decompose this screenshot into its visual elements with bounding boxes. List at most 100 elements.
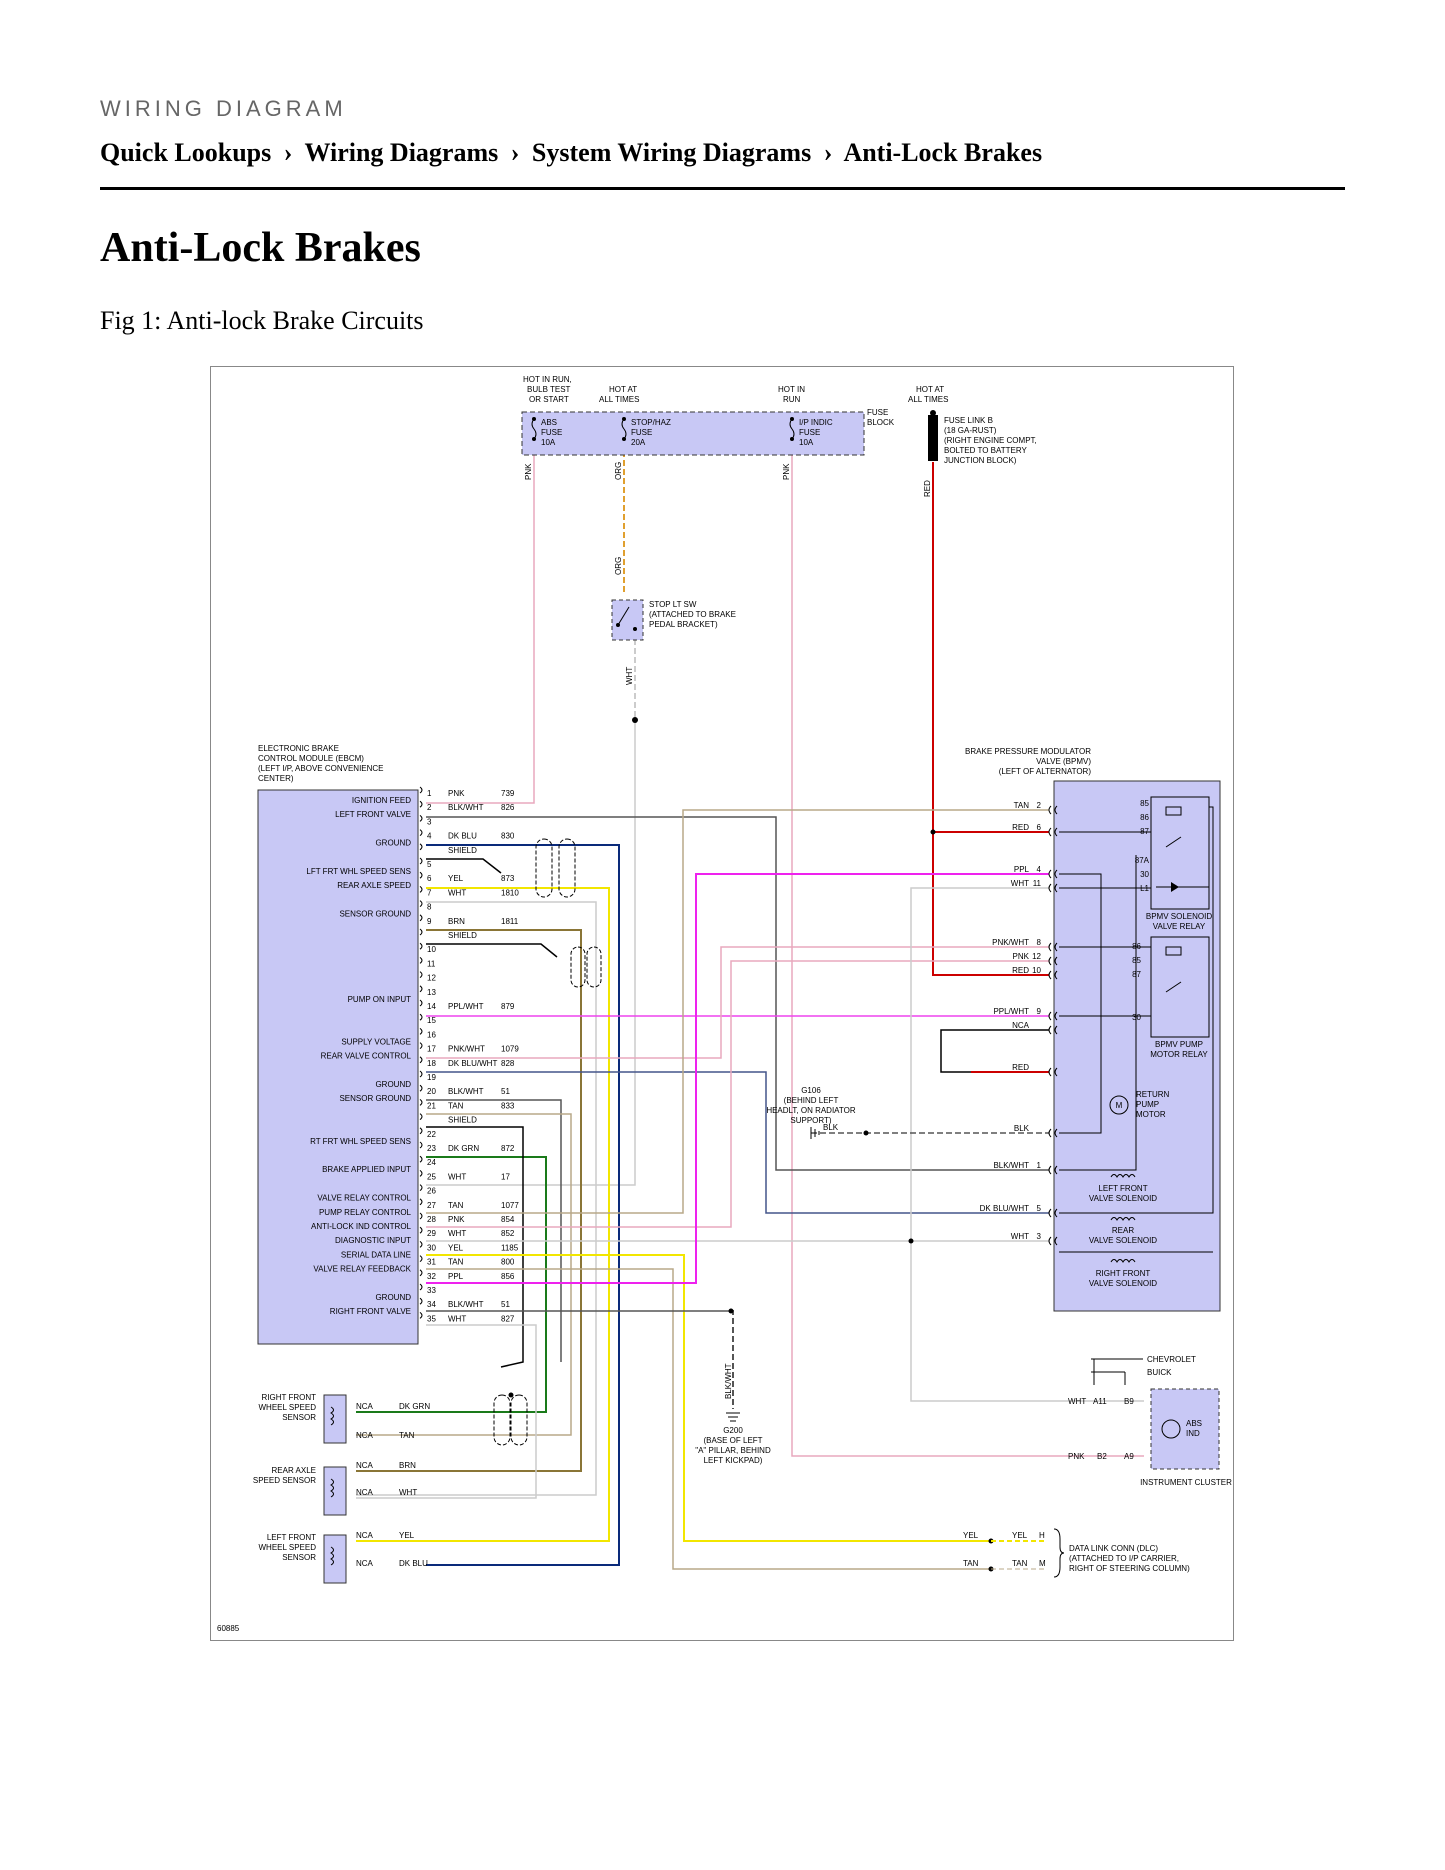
dlc-label: DATA LINK CONN (DLC) [1069, 1544, 1158, 1553]
connector-bracket [419, 1042, 423, 1049]
bpmv-wire-color: RED [1012, 823, 1029, 832]
ebcm-function-label: DIAGNOSTIC INPUT [335, 1236, 411, 1245]
bpmv-pin-number: 4 [1037, 865, 1042, 874]
fuse-label: I/P INDIC [799, 418, 833, 427]
ebcm-pin-number: 26 [427, 1187, 436, 1196]
ebcm-pin-circuit: 1810 [501, 888, 519, 897]
motor-label: RETURN [1136, 1090, 1170, 1099]
ebcm-pin-number: 16 [427, 1030, 436, 1039]
ebcm-pin-circuit: 17 [501, 1172, 510, 1181]
wire-dkbluwht-828 [426, 1071, 1049, 1214]
wire-wht-1810 [356, 901, 597, 1496]
pin-label: B9 [1124, 1397, 1134, 1406]
ebcm-pin-number: 3 [427, 817, 432, 826]
sensor-label: SENSOR [282, 1413, 316, 1422]
wire-color-label: WHT [399, 1488, 417, 1497]
power-note-text: HOT AT [609, 385, 637, 394]
ebcm-function-label: SUPPLY VOLTAGE [341, 1037, 411, 1046]
connector-bracket [1048, 942, 1058, 952]
fuse-label: STOP/HAZ [631, 418, 671, 427]
bpmv-wire-color: NCA [1012, 1021, 1030, 1030]
solenoid-label: REAR [1112, 1226, 1134, 1235]
bpmv-pin-number: 11 [1033, 879, 1042, 888]
connector-bracket [419, 1283, 423, 1291]
ground-label: (BASE OF LEFT [703, 1436, 762, 1445]
bpmv-pin-number: 3 [1037, 1232, 1042, 1241]
connector-bracket [419, 985, 423, 993]
fuse-label: 10A [541, 438, 556, 447]
cluster-label: INSTRUMENT CLUSTER [1140, 1478, 1232, 1487]
connector-bracket [1048, 1011, 1058, 1021]
fuse-link-label: FUSE LINK B [944, 416, 993, 425]
ebcm-pin-number: 8 [427, 903, 432, 912]
connector-bracket [419, 1084, 423, 1092]
connector-bracket [419, 999, 423, 1007]
connector-bracket [419, 871, 423, 879]
ebcm-title: CENTER) [258, 774, 294, 783]
stop-light-switch: STOP LT SW (ATTACHED TO BRAKE PEDAL BRAC… [611, 599, 736, 641]
wire-wht-cluster [910, 887, 1144, 1402]
wire-color-label: YEL [1012, 1531, 1028, 1540]
nca-label: NCA [356, 1531, 374, 1540]
connector-bracket [419, 1255, 423, 1262]
lamp-label: ABS [1186, 1419, 1202, 1428]
power-note-text: BULB TEST [527, 385, 571, 394]
ebcm-title: ELECTRONIC BRAKE [258, 744, 339, 753]
ebcm-pin-circuit: 852 [501, 1229, 515, 1238]
ebcm-pin-color: TAN [448, 1201, 464, 1210]
lamp-label: IND [1186, 1429, 1200, 1438]
g200-ground: G200 (BASE OF LEFT "A" PILLAR, BEHIND LE… [695, 1412, 771, 1465]
motor-label: PUMP [1136, 1100, 1159, 1109]
connector-bracket [419, 1070, 423, 1078]
ebcm-pin-number: 7 [427, 888, 432, 897]
breadcrumb-item-wiring-diagrams[interactable]: Wiring Diagrams [304, 138, 499, 167]
splice-dot [632, 717, 638, 723]
ebcm-function-label: RT FRT WHL SPEED SENS [310, 1137, 411, 1146]
ebcm-pin-number: 4 [427, 832, 432, 841]
breadcrumb-separator: › [283, 138, 293, 167]
connector-bracket [419, 1013, 423, 1021]
ebcm-pin-color: TAN [448, 1258, 464, 1267]
fuse-label: ABS [541, 418, 557, 427]
breadcrumb-item-quick-lookups[interactable]: Quick Lookups [100, 138, 272, 167]
breadcrumb-item-system-wiring-diagrams[interactable]: System Wiring Diagrams [531, 138, 812, 167]
sensor-label: REAR AXLE [272, 1466, 316, 1475]
bpmv-wire-color: PNK [1013, 952, 1030, 961]
connector-bracket [1048, 883, 1058, 893]
ebcm-pin-number: 30 [427, 1243, 436, 1252]
wire-color-label: TAN [963, 1559, 979, 1568]
ebcm-pin-number: 9 [427, 917, 432, 926]
wire-color-label: PNK [782, 463, 791, 480]
power-note-text: HOT IN [778, 385, 805, 394]
ebcm-function-label: SERIAL DATA LINE [341, 1250, 411, 1259]
wire-yel-873 [356, 887, 610, 1542]
connector-bracket [419, 1056, 423, 1064]
breadcrumb: Quick Lookups › Wiring Diagrams › System… [100, 138, 1042, 168]
fuse-link-b: FUSE LINK B (18 GA-RUST) (RIGHT ENGINE C… [928, 410, 1037, 465]
ebcm-pin-number: 25 [427, 1172, 436, 1181]
relay-label: BPMV PUMP [1155, 1040, 1203, 1049]
bpmv-pin-number: 10 [1032, 966, 1041, 975]
ground-label: G106 [801, 1086, 821, 1095]
ebcm-pin-color: PPL [448, 1272, 464, 1281]
relay-terminal-label: 87 [1132, 970, 1141, 979]
connector-bracket [419, 971, 423, 978]
ebcm-function-label: GROUND [375, 839, 411, 848]
ebcm-pin-circuit: 879 [501, 1002, 515, 1011]
fuse-block-label: FUSE [867, 408, 888, 417]
motor-symbol: M [1116, 1101, 1123, 1110]
connector-bracket [419, 914, 423, 922]
ground-label: "A" PILLAR, BEHIND [695, 1446, 771, 1455]
return-pump-motor: M RETURN PUMP MOTOR [1109, 1090, 1170, 1119]
relay-terminal-label: 85 [1132, 956, 1141, 965]
breadcrumb-item-anti-lock-brakes[interactable]: Anti-Lock Brakes [843, 138, 1043, 167]
connector-bracket [419, 857, 423, 865]
connector-bracket [419, 1028, 423, 1035]
wire-shield-3 [426, 1126, 524, 1368]
connector-bracket [419, 843, 423, 851]
breadcrumb-separator: › [823, 138, 833, 167]
connector-bracket [1048, 1208, 1058, 1218]
ebcm-function-label: LFT FRT WHL SPEED SENS [306, 867, 411, 876]
connector-bracket [419, 1170, 423, 1177]
wire-color-label: BLK/WHT [724, 1363, 733, 1399]
